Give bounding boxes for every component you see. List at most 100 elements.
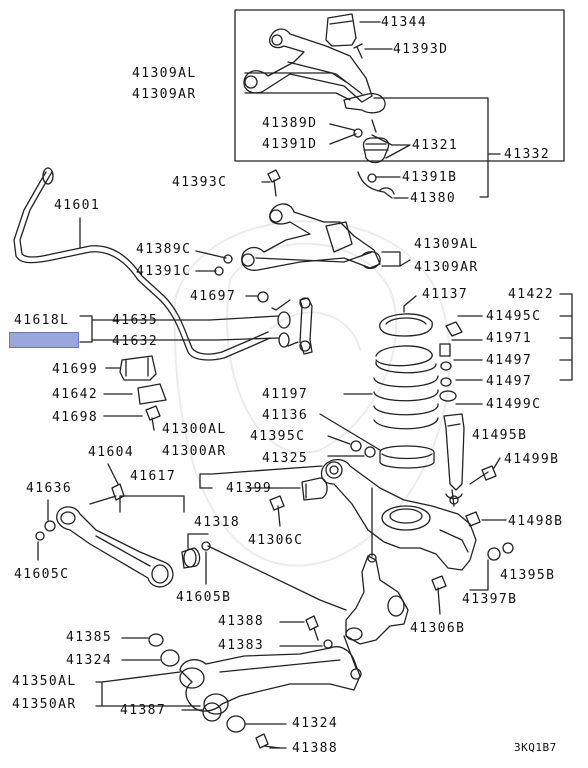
bushing-41385[interactable] <box>148 633 164 647</box>
spring-seat-41136[interactable] <box>379 445 435 469</box>
washer-41397B[interactable] <box>487 547 501 561</box>
bolt-41698[interactable] <box>145 405 161 431</box>
bolt-41498B[interactable] <box>465 511 481 527</box>
part-label-41393D[interactable]: 41393D <box>393 42 449 57</box>
part-label-41605B[interactable]: 41605B <box>176 590 232 605</box>
part-label-41136[interactable]: 41136 <box>262 408 309 423</box>
part-label-41495C[interactable]: 41495C <box>486 309 542 324</box>
bolt-41306C[interactable] <box>269 495 285 527</box>
part-label-41389D[interactable]: 41389D <box>262 116 318 131</box>
bushing-41399[interactable] <box>301 477 328 501</box>
part-label-41350AL[interactable]: 41350AL <box>12 674 77 689</box>
part-label-41422[interactable]: 41422 <box>508 287 555 302</box>
part-label-41306C[interactable]: 41306C <box>248 533 304 548</box>
part-label-41499B[interactable]: 41499B <box>504 452 560 467</box>
part-label-41642[interactable]: 41642 <box>52 387 99 402</box>
bushing-41497b[interactable] <box>440 377 452 387</box>
nut-41697[interactable] <box>257 291 269 303</box>
bushing-41635[interactable] <box>277 311 291 329</box>
part-label-41971[interactable]: 41971 <box>486 331 533 346</box>
bolt-41495B[interactable] <box>481 465 497 481</box>
spacer-41971[interactable] <box>439 343 451 357</box>
spring-seat-41137[interactable] <box>379 313 433 337</box>
part-label-41324-bot[interactable]: 41324 <box>292 716 339 731</box>
part-label-41393C[interactable]: 41393C <box>172 175 228 190</box>
part-label-41601[interactable]: 41601 <box>54 198 101 213</box>
part-label-41350AR[interactable]: 41350AR <box>12 697 77 712</box>
rear-lower-arm[interactable] <box>179 646 361 712</box>
part-label-41380[interactable]: 41380 <box>410 191 457 206</box>
part-label-41697[interactable]: 41697 <box>190 289 237 304</box>
part-label-41309AR-top[interactable]: 41309AR <box>132 87 197 102</box>
stabilizer-bar[interactable] <box>13 171 271 361</box>
upper-arm-inset[interactable] <box>243 28 373 103</box>
bump-stopper-41344[interactable] <box>325 13 357 47</box>
shock-absorber[interactable] <box>443 413 465 491</box>
bolt-41388-top[interactable] <box>305 615 319 641</box>
snap-ring-41380[interactable] <box>357 171 395 199</box>
part-label-41395C[interactable]: 41395C <box>250 429 306 444</box>
part-label-41635[interactable]: 41635 <box>112 313 159 328</box>
part-label-41497-a[interactable]: 41497 <box>486 353 533 368</box>
part-label-41137[interactable]: 41137 <box>422 287 469 302</box>
part-label-41389C[interactable]: 41389C <box>136 242 192 257</box>
part-label-41383[interactable]: 41383 <box>218 638 265 653</box>
bushing-41642[interactable] <box>137 383 167 405</box>
trailing-arm-41617[interactable] <box>56 506 174 588</box>
part-label-41388-top[interactable]: 41388 <box>218 614 265 629</box>
bushing-41497a[interactable] <box>440 361 452 371</box>
part-label-41197[interactable]: 41197 <box>262 387 309 402</box>
part-label-41699[interactable]: 41699 <box>52 362 99 377</box>
part-label-41385[interactable]: 41385 <box>66 630 113 645</box>
bushing-41636[interactable] <box>44 520 56 532</box>
part-label-41324-top[interactable]: 41324 <box>66 653 113 668</box>
nut-41605B[interactable] <box>201 541 211 551</box>
nut-41605C[interactable] <box>35 531 45 541</box>
part-label-41636[interactable]: 41636 <box>26 481 73 496</box>
bushing-41387[interactable] <box>202 702 222 722</box>
part-label-41300AR[interactable]: 41300AR <box>162 444 227 459</box>
bushing-41395B[interactable] <box>502 542 514 554</box>
part-label-41397B[interactable]: 41397B <box>462 592 518 607</box>
part-label-41498B[interactable]: 41498B <box>508 514 564 529</box>
part-label-41395B[interactable]: 41395B <box>500 568 556 583</box>
part-label-41391C[interactable]: 41391C <box>136 264 192 279</box>
part-label-41391D[interactable]: 41391D <box>262 137 318 152</box>
part-label-41332[interactable]: 41332 <box>504 147 551 162</box>
bolt-41388-bot[interactable] <box>255 733 281 749</box>
part-label-41605C[interactable]: 41605C <box>14 567 70 582</box>
part-label-41388-bot[interactable]: 41388 <box>292 741 339 756</box>
bracket-41699[interactable] <box>119 355 157 381</box>
part-label-41391B[interactable]: 41391B <box>402 170 458 185</box>
coil-spring-41197[interactable] <box>373 345 439 430</box>
part-label-41318[interactable]: 41318 <box>194 515 241 530</box>
part-label-41309AL-top[interactable]: 41309AL <box>132 66 197 81</box>
part-label-41344[interactable]: 41344 <box>381 15 428 30</box>
part-label-41399[interactable]: 41399 <box>226 481 273 496</box>
part-label-41618L[interactable]: 41618L <box>14 313 70 328</box>
bushing-41325[interactable] <box>364 446 376 458</box>
part-label-41698[interactable]: 41698 <box>52 410 99 425</box>
ball-joint-inset[interactable] <box>343 93 386 114</box>
knuckle[interactable] <box>345 555 409 645</box>
bushing-41318[interactable] <box>181 547 201 569</box>
part-label-41309AL-mid[interactable]: 41309AL <box>414 237 479 252</box>
part-label-41325[interactable]: 41325 <box>262 451 309 466</box>
dust-boot-41321[interactable] <box>362 137 390 164</box>
bolt-41604[interactable] <box>89 483 125 505</box>
part-label-41497-b[interactable]: 41497 <box>486 374 533 389</box>
part-label-41604[interactable]: 41604 <box>88 445 135 460</box>
part-label-41499C[interactable]: 41499C <box>486 397 542 412</box>
part-label-41306B[interactable]: 41306B <box>410 621 466 636</box>
part-label-41387[interactable]: 41387 <box>120 703 167 718</box>
washer-41632[interactable] <box>278 332 290 348</box>
part-label-41309AR-mid[interactable]: 41309AR <box>414 260 479 275</box>
bushing-41395C[interactable] <box>350 440 362 452</box>
bushing-41324-bot[interactable] <box>226 715 246 733</box>
nut-41383[interactable] <box>323 639 333 649</box>
bolt-41306B[interactable] <box>431 575 447 615</box>
part-label-41321[interactable]: 41321 <box>412 138 459 153</box>
bolt-41495C[interactable] <box>445 321 463 337</box>
part-label-41495B[interactable]: 41495B <box>472 428 528 443</box>
washer-41499C[interactable] <box>439 390 457 402</box>
